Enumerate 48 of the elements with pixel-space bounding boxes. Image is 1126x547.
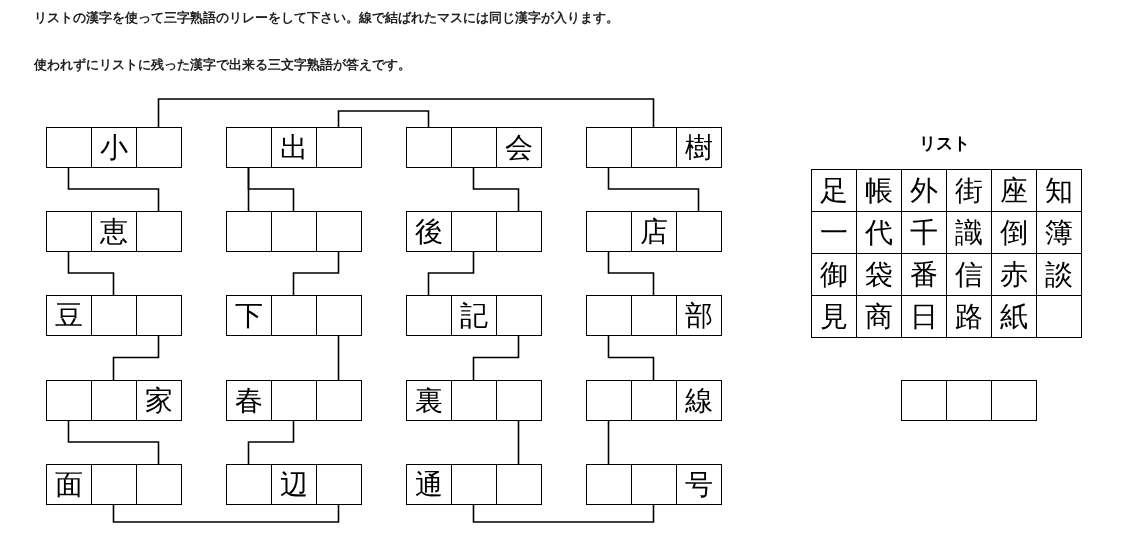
connector-line [472,334,520,381]
connector-line [427,250,475,296]
kanji-cell: 店 [631,211,677,252]
kanji-cell: 豆 [46,295,92,336]
kanji-cell: 面 [46,464,92,505]
connector-line [517,419,520,465]
table-cell: 知 [1036,169,1082,212]
instruction-text: 使われずにリストに残った漢字で出来る三文字熟語が答えです。 [34,57,411,74]
connector-line [607,250,655,296]
connector-line [157,98,655,128]
connector-line [112,503,340,523]
answer-box [991,380,1037,421]
connector-line [67,166,160,212]
kanji-cell: 号 [676,464,722,505]
kanji-cell: 下 [226,295,272,336]
kanji-cell: 記 [451,295,497,336]
connector-line [247,166,295,212]
list-heading: リスト [919,132,970,155]
connector-line [607,419,610,465]
connector-line [607,166,700,212]
kanji-cell: 春 [226,380,272,421]
kanji-cell: 小 [91,127,137,168]
answer-box [901,380,947,421]
connector-line [607,334,655,381]
connector-line [112,334,160,381]
connector-line [472,503,655,523]
instruction-text: リストの漢字を使って三字熟語のリレーをして下さい。線で結ばれたマスには同じ漢字が入ります。 [34,10,619,27]
connector-line [247,419,295,465]
table-cell: 足 [811,169,857,212]
kanji-cell: 出 [271,127,317,168]
kanji-cell: 通 [406,464,452,505]
kanji-cell: 部 [676,295,722,336]
kanji-cell: 家 [136,380,182,421]
kanji-cell: 後 [406,211,452,252]
table-cell: 見 [811,295,857,338]
kanji-cell: 裏 [406,380,452,421]
connector-line [67,419,160,465]
kanji-cell: 会 [496,127,542,168]
kanji-cell: 線 [676,380,722,421]
connector-line [337,110,430,128]
connector-line [292,250,340,296]
kanji-cell: 恵 [91,211,137,252]
answer-box [946,380,992,421]
connector-line [472,166,520,212]
connector-line [67,250,115,296]
kanji-cell: 辺 [271,464,317,505]
kanji-cell: 樹 [676,127,722,168]
connector-line [337,334,340,381]
